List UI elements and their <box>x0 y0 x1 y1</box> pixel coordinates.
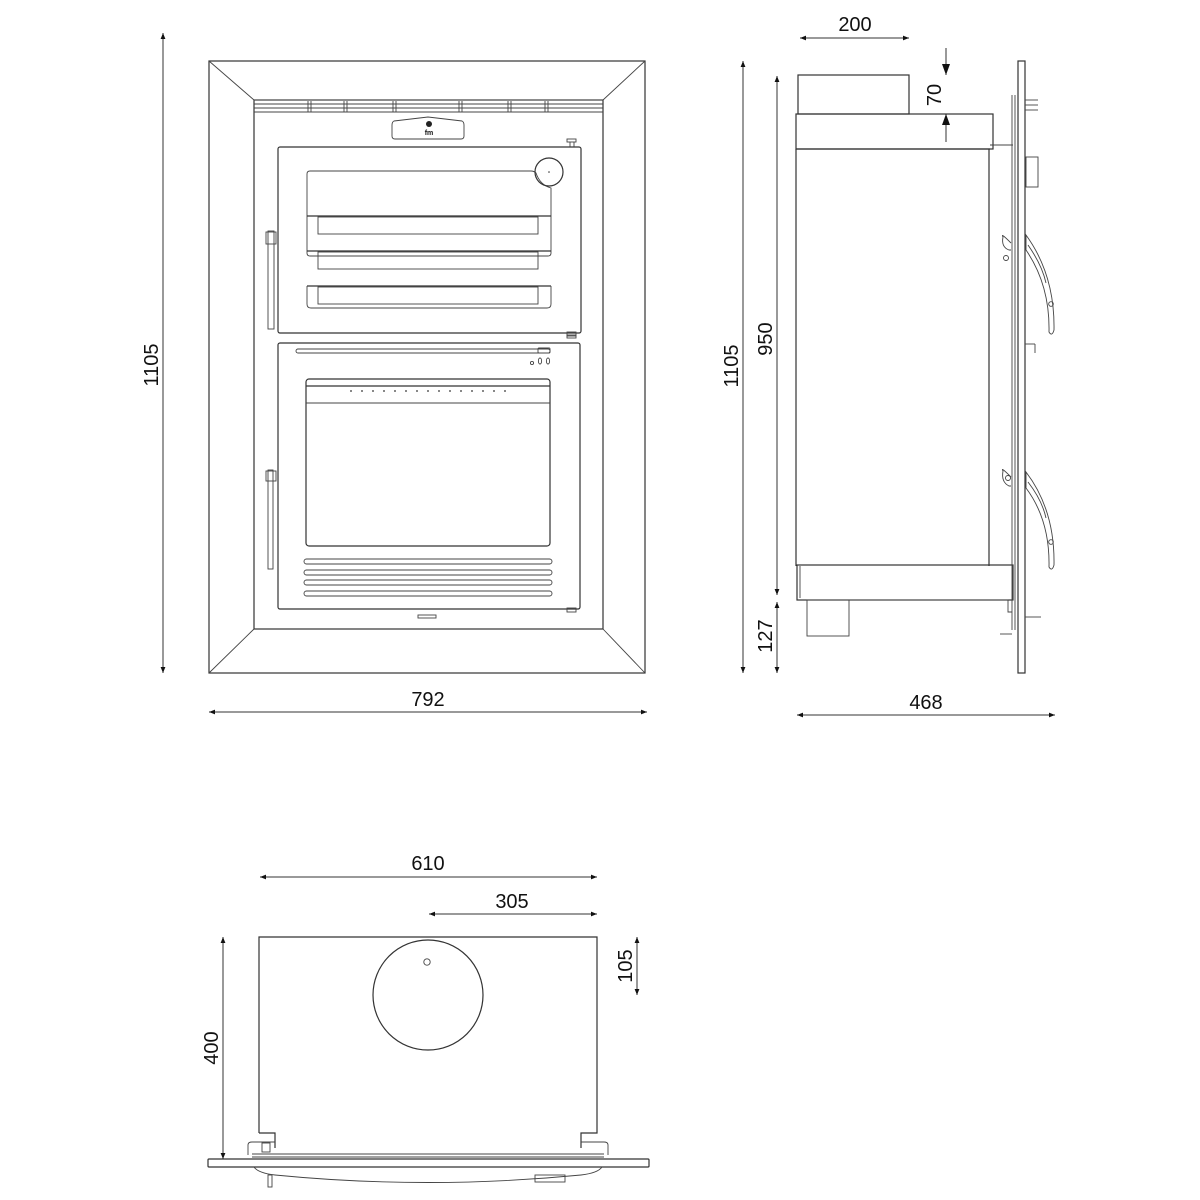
logo-dot-icon <box>426 121 432 127</box>
side-outlet-width-label: 200 <box>838 14 871 36</box>
side-lower-handle-icon <box>1001 469 1055 570</box>
top-outlet-offset-label: 105 <box>615 949 637 982</box>
side-view: 200 70 1105 950 127 468 <box>721 14 1055 718</box>
thermometer-dial-icon <box>534 157 564 187</box>
side-front-plate <box>1017 60 1026 674</box>
top-outlet-offset-dimension: 105 <box>615 937 640 995</box>
top-vent-rail <box>254 99 603 113</box>
top-depth-label: 400 <box>201 1031 223 1064</box>
side-leg <box>806 599 850 637</box>
front-frame-inner <box>253 99 604 630</box>
side-outlet-width-dimension: 200 <box>800 14 909 41</box>
side-outlet-height-label: 70 <box>924 84 946 106</box>
side-total-height-dimension: 1105 <box>721 61 746 673</box>
top-view: 610 305 105 400 <box>201 853 650 1188</box>
top-depth-dimension: 400 <box>201 937 226 1159</box>
firebox-door <box>265 331 581 619</box>
side-base-offset-dimension: 127 <box>755 602 780 673</box>
front-height-dimension: 1105 <box>141 33 166 673</box>
oven-door <box>265 138 582 339</box>
top-flue-outlet <box>372 939 484 1051</box>
side-base-offset-label: 127 <box>755 619 777 652</box>
top-outlet-center-label: 305 <box>495 891 528 913</box>
front-height-label: 1105 <box>141 343 163 386</box>
side-body-height-label: 950 <box>755 322 777 355</box>
side-body-height-dimension: 950 <box>755 76 780 595</box>
oven-door-handle <box>267 230 275 330</box>
front-frame-outer <box>208 60 646 674</box>
side-flue-outlet <box>797 74 910 115</box>
side-upper-handle-icon <box>1001 233 1055 335</box>
side-total-height-label: 1105 <box>721 344 743 387</box>
brand-logo-badge: fm <box>391 116 465 140</box>
side-depth-dimension: 468 <box>797 692 1055 718</box>
top-front-plate <box>207 1158 650 1168</box>
firebox-glass <box>305 378 551 547</box>
front-width-dimension: 792 <box>209 689 647 715</box>
air-control-slider <box>295 348 551 354</box>
logo-text: fm <box>425 130 434 137</box>
top-outlet-center-dimension: 305 <box>429 891 597 917</box>
front-width-label: 792 <box>411 689 444 711</box>
top-width-label: 610 <box>411 853 444 875</box>
firebox-door-handle <box>267 469 274 570</box>
top-body-outline <box>258 936 598 1148</box>
side-depth-label: 468 <box>909 692 942 714</box>
side-outlet-height-dimension: 70 <box>924 48 950 142</box>
top-width-dimension: 610 <box>260 853 597 880</box>
front-view: fm <box>141 33 647 715</box>
